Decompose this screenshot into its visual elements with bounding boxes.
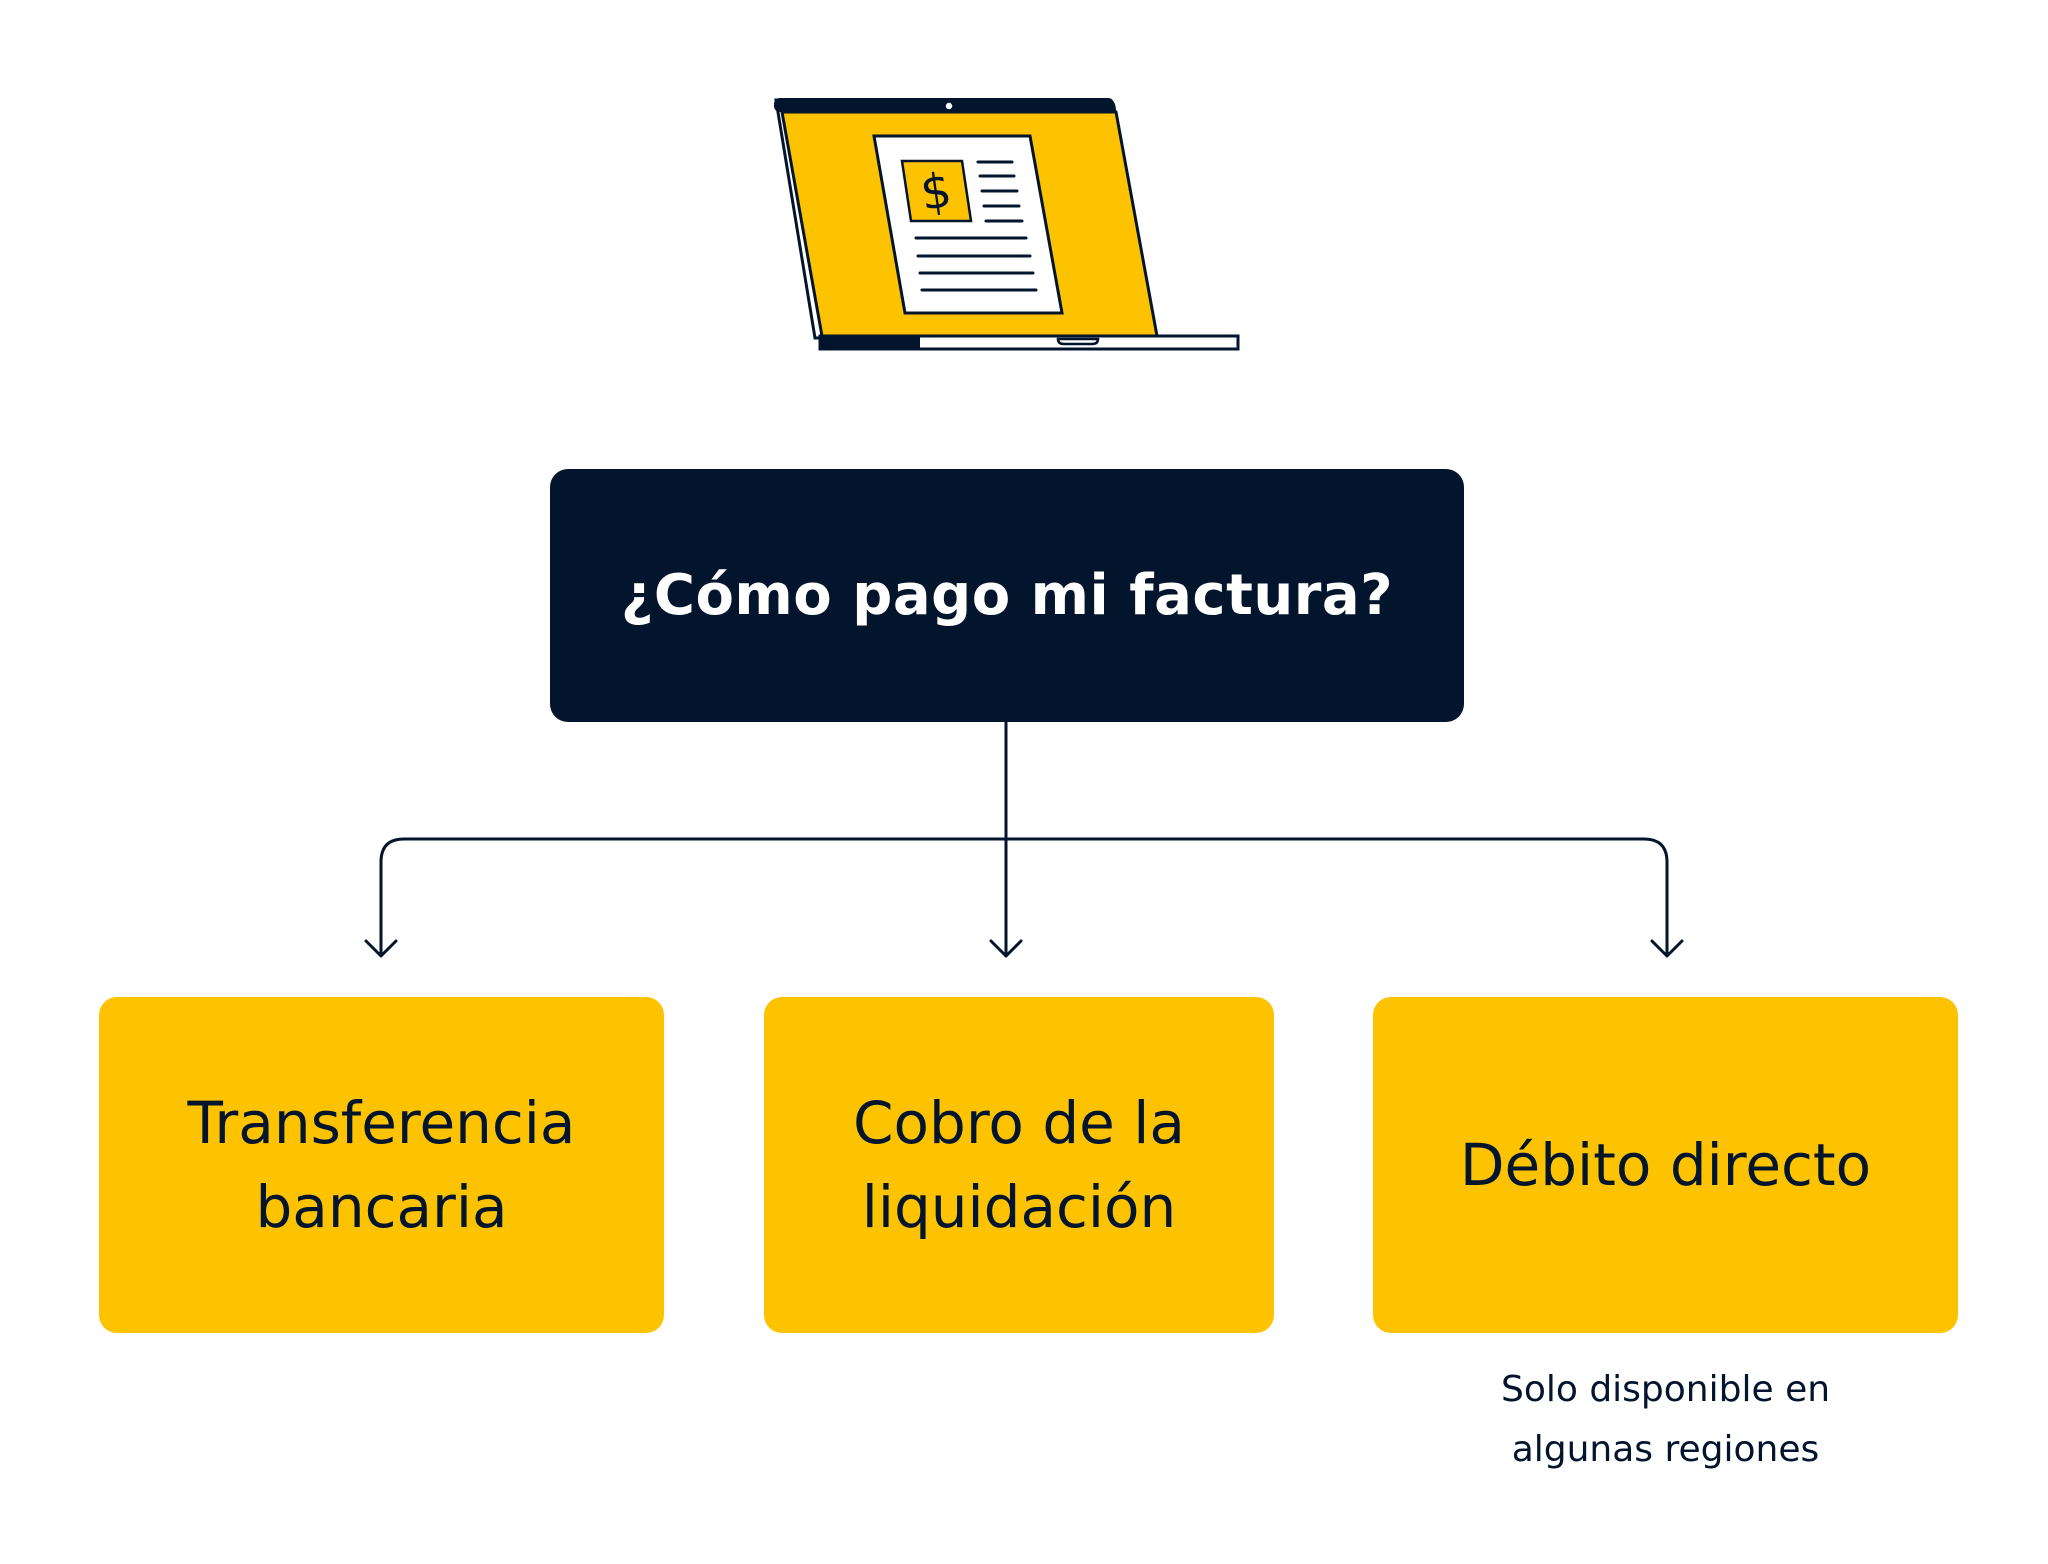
camera-icon: [944, 101, 954, 111]
laptop-invoice-icon: $: [774, 98, 1240, 351]
option-label: Transferencia bancaria: [187, 1089, 576, 1241]
arrow-down-icon: [989, 939, 1023, 958]
question-box: ¿Cómo pago mi factura?: [550, 469, 1464, 722]
question-text: ¿Cómo pago mi factura?: [620, 563, 1394, 628]
option-direct-debit: Débito directo: [1373, 997, 1958, 1333]
option-label: Débito directo: [1459, 1131, 1872, 1199]
arrow-down-icon: [1650, 939, 1684, 958]
arrow-down-icon: [364, 939, 398, 958]
availability-note: Solo disponible en algunas regiones: [1500, 1369, 1831, 1470]
option-label: Cobro de la liquidación: [853, 1089, 1185, 1241]
connector-branch: [379, 837, 1669, 957]
option-bank-transfer: Transferencia bancaria: [99, 997, 664, 1333]
option-settlement-collection: Cobro de la liquidación: [764, 997, 1274, 1333]
